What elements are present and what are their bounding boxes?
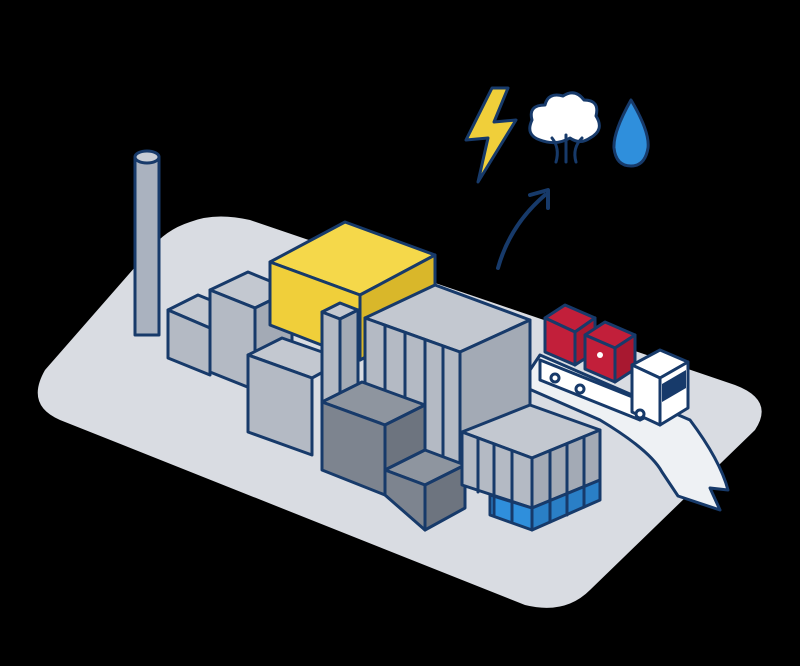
steam-cloud-icon [528,91,601,164]
building-dark-stairs [320,380,467,532]
chimney [133,149,161,337]
curved-arrow-icon [496,188,550,270]
truck [538,303,690,427]
water-drop-icon [612,98,650,168]
building-left [166,270,294,392]
building-blue [460,403,602,532]
lightning-icon [464,86,518,184]
